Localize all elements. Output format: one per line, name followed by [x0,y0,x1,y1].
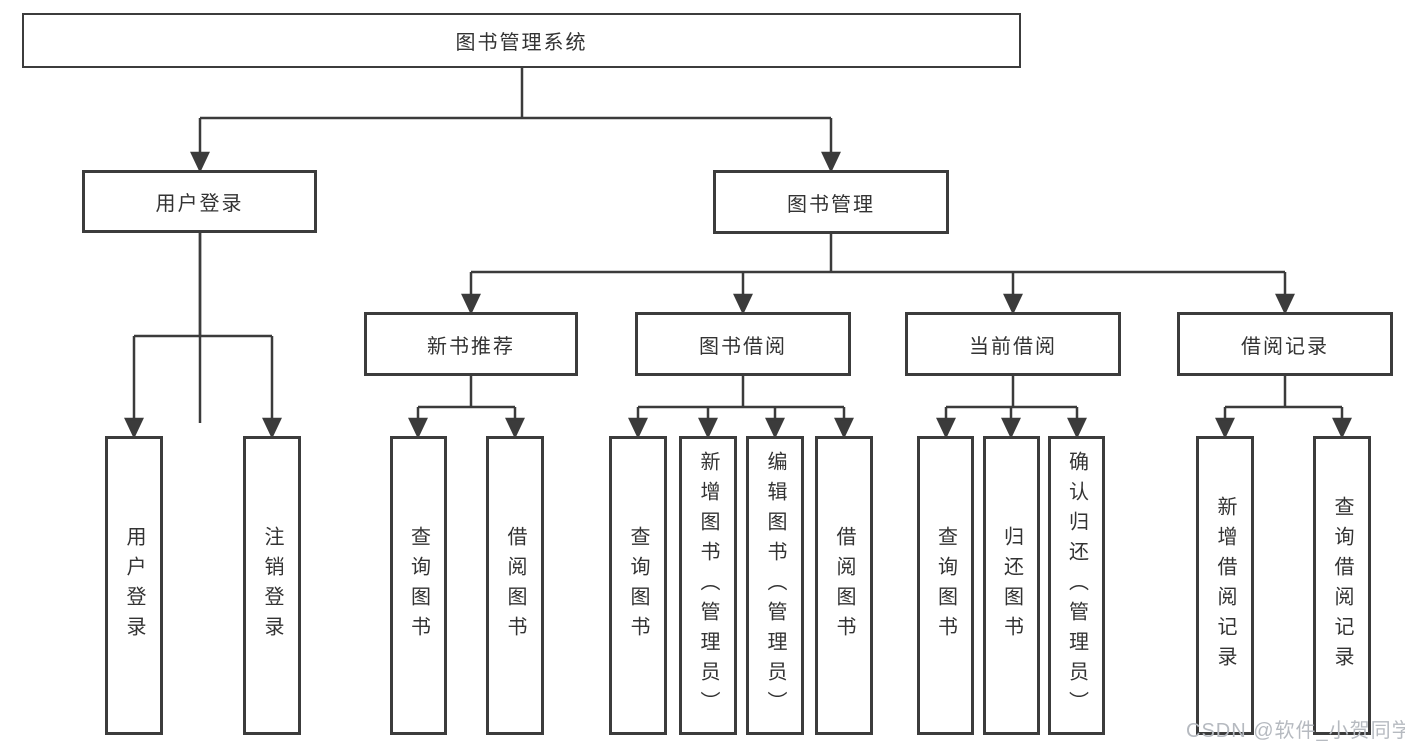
leaf-return-books: 归还图书 [983,436,1040,735]
node-label: 图书借阅 [699,335,787,358]
node-new-book-recommendation: 新书推荐 [364,312,578,376]
node-label: 查询图书 [934,525,957,646]
connector-book-borrow-children [628,374,854,439]
node-label: 查询图书 [627,525,649,646]
leaf-query-books-current: 查询图书 [917,436,974,735]
node-borrowing-records: 借阅记录 [1177,312,1393,376]
leaf-add-books-admin: 新增图书（管理员） [679,436,737,735]
connector-borrow-record-children [1215,374,1352,439]
node-label: 用户登录 [155,193,244,215]
node-label: 用户登录 [123,525,145,646]
node-label: 查询图书 [407,525,430,646]
node-label: 借阅图书 [504,525,526,646]
leaf-borrow-books: 借阅图书 [815,436,873,735]
leaf-borrow-books-recommend: 借阅图书 [486,436,544,735]
leaf-query-borrow-record: 查询借阅记录 [1313,436,1371,735]
node-label: 当前借阅 [969,335,1057,358]
node-library-management-system: 图书管理系统 [22,13,1021,68]
leaf-confirm-return-admin: 确认归还（管理员） [1048,436,1105,735]
leaf-query-books-borrow: 查询图书 [609,436,667,735]
node-book-borrowing: 图书借阅 [635,312,851,376]
node-label: 图书管理系统 [455,32,588,54]
node-label: 查询借阅记录 [1331,495,1353,676]
node-label: 图书管理 [787,193,875,216]
node-current-borrowing: 当前借阅 [905,312,1121,376]
node-book-management: 图书管理 [713,170,949,234]
node-label: 借阅记录 [1241,335,1329,358]
leaf-edit-books-admin: 编辑图书（管理员） [746,436,804,735]
leaf-query-books-recommend: 查询图书 [390,436,447,735]
connector-book-management-children [461,232,1295,315]
node-label: 注销登录 [261,525,283,646]
leaf-add-borrow-record: 新增借阅记录 [1196,436,1254,735]
csdn-watermark: CSDN @软件_小贺同学 [1186,720,1405,742]
node-label: 归还图书 [1000,525,1023,646]
node-label: 编辑图书（管理员） [764,450,786,721]
node-label: 新书推荐 [427,335,515,358]
node-label: 借阅图书 [833,525,855,646]
connector-user-login-children [124,231,282,439]
leaf-logout: 注销登录 [243,436,301,735]
connector-root-to-level2 [190,66,841,423]
node-label: 新增图书（管理员） [697,450,719,721]
node-label: 新增借阅记录 [1214,495,1236,676]
leaf-user-login: 用户登录 [105,436,163,735]
connector-current-borrow-children [936,374,1087,439]
node-label: 确认归还（管理员） [1065,450,1088,721]
connector-new-book-children [408,374,525,439]
node-user-login: 用户登录 [82,170,317,233]
